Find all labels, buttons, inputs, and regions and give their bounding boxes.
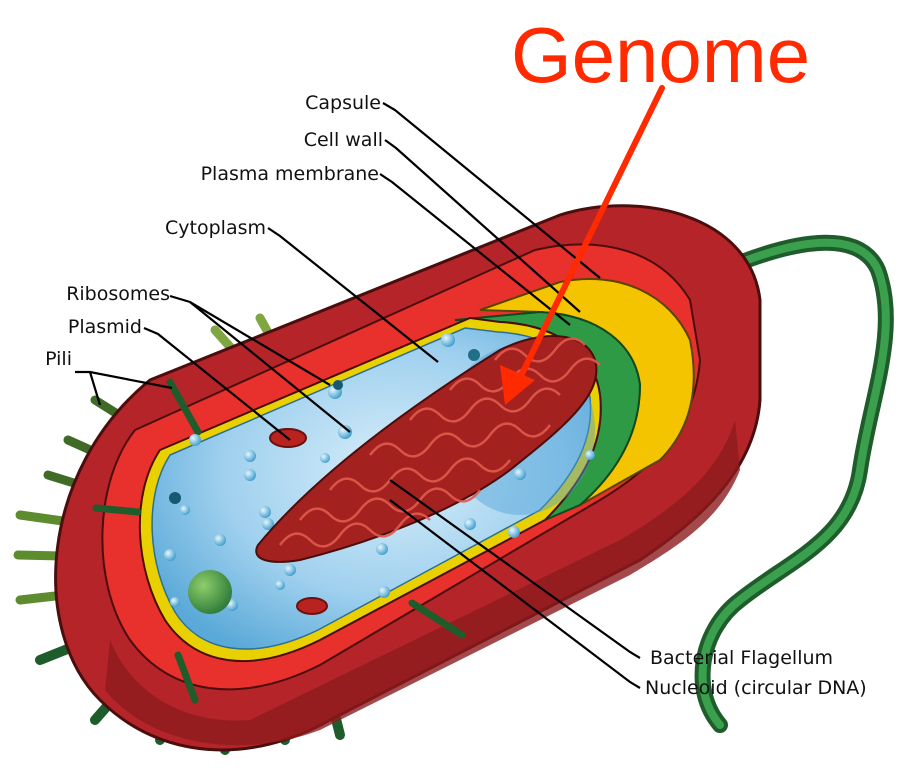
capsule-label: Capsule <box>305 92 381 114</box>
ribosomes-label: Ribosomes <box>66 283 170 305</box>
cytoplasm-label: Cytoplasm <box>165 217 266 239</box>
nucleoid-label: Nucleoid (circular DNA) <box>645 677 867 699</box>
bacterial-flagellum-label: Bacterial Flagellum <box>650 647 833 669</box>
vacuole <box>188 570 232 614</box>
cell-wall-label: Cell wall <box>304 129 383 151</box>
genome-label: Genome <box>511 11 810 99</box>
pili-label: Pili <box>45 348 72 370</box>
plasmid-label: Plasmid <box>68 316 142 338</box>
plasma-membrane-label: Plasma membrane <box>201 163 379 185</box>
